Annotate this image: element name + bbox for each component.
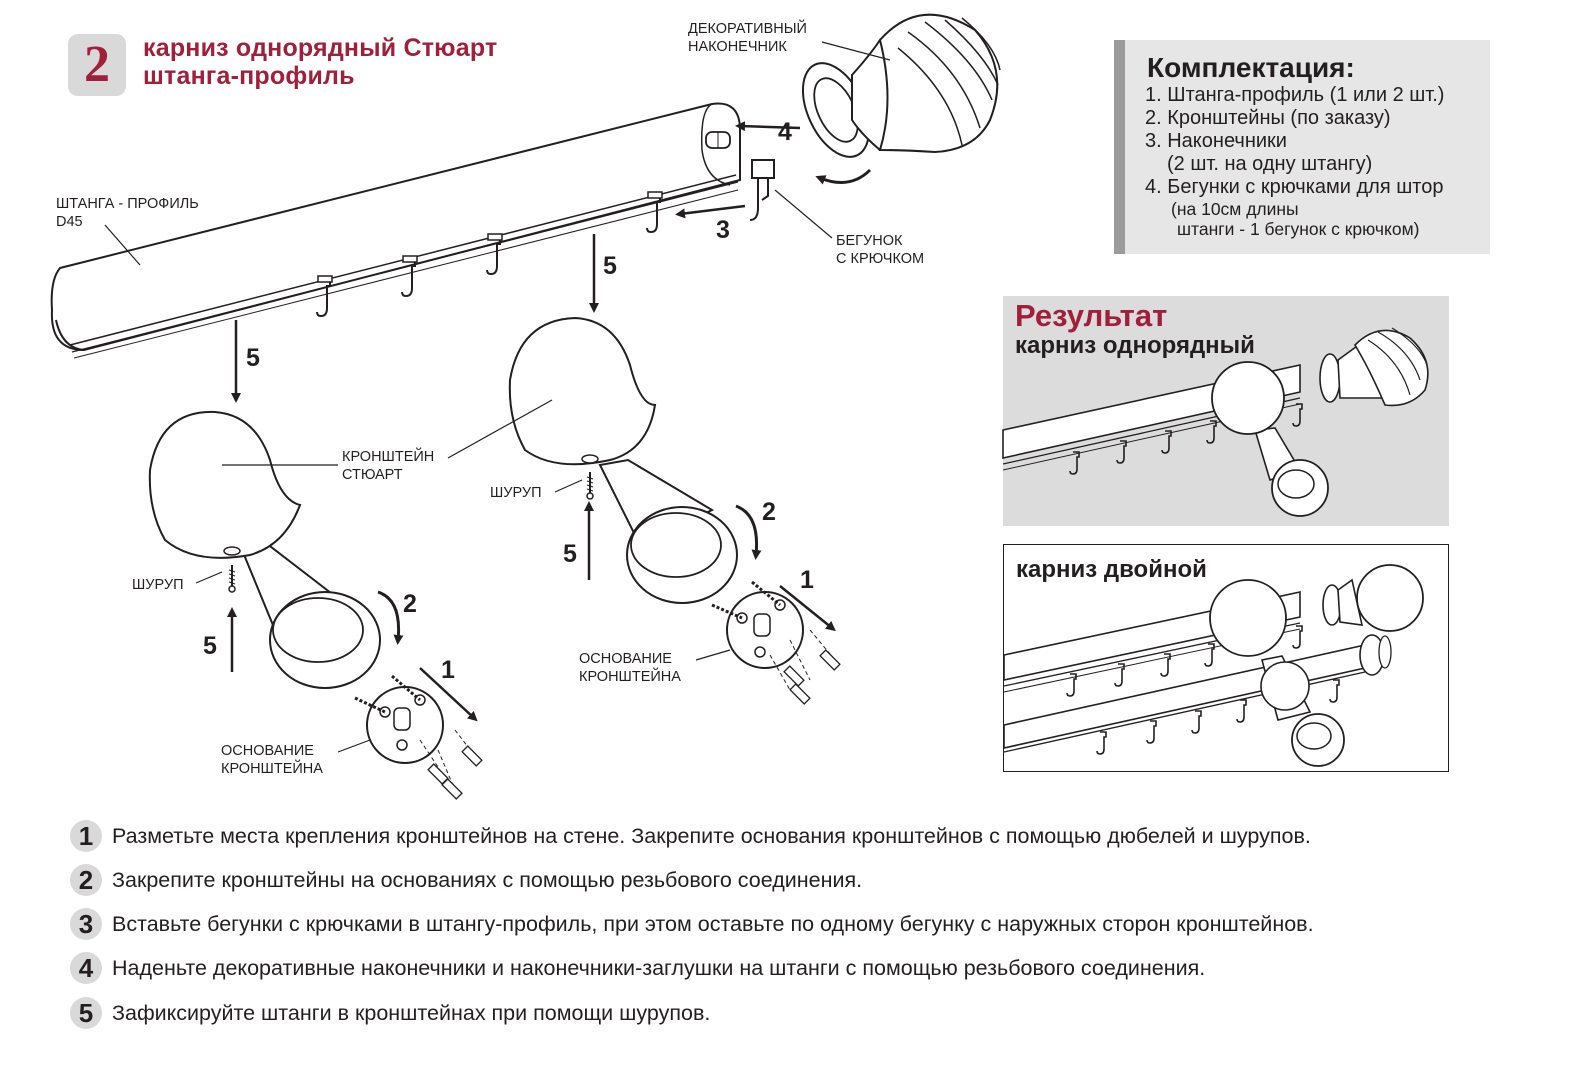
kit-contents-panel: Комплектация: 1. Штанга-профиль (1 или 2… [1114,40,1490,254]
result-double-illustration [1003,564,1424,767]
step-number: 5 [70,997,102,1029]
label-runner-line2: С КРЮЧКОМ [836,251,925,267]
rod-profile [50,102,741,359]
arrow-number-5-mid-top: 5 [603,252,617,280]
label-rod-profile-line1: ШТАНГА - ПРОФИЛЬ [56,196,199,212]
arrow-number-3: 3 [716,216,730,244]
label-decorative-finial: ДЕКОРАТИВНЫЙ НАКОНЕЧНИК [688,20,807,56]
label-runner-hook: БЕГУНОК С КРЮЧКОМ [836,232,924,268]
step-number: 2 [70,864,102,896]
label-bracket-base-right: ОСНОВАНИЕ КРОНШТЕЙНА [579,650,681,686]
label-bracket-line2: СТЮАРТ [342,467,403,483]
kit-item-2: 2. Кронштейны (по заказу) [1145,107,1391,129]
kit-item-3-sub: (2 шт. на одну штангу) [1167,153,1373,175]
step-text: Вставьте бегунки с крючками в штангу-про… [112,912,1314,936]
kit-item-4-sub2: штанги - 1 бегунок с крючком) [1177,219,1420,239]
label-bracket-stuart: КРОНШТЕЙН СТЮАРТ [342,448,434,484]
label-base-left-line2: КРОНШТЕЙНА [221,761,323,777]
bracket-left [148,410,483,800]
arrow-number-1-left: 1 [441,656,455,684]
label-base-right-line2: КРОНШТЕЙНА [579,669,681,685]
step-number: 3 [70,908,102,940]
step-text: Наденьте декоративные наконечники и нако… [112,956,1206,980]
step-number: 4 [70,952,102,984]
kit-item-3: 3. Наконечники [1145,130,1287,152]
decorative-finial [801,13,1001,158]
label-rod-profile-line2: D45 [56,214,83,230]
arrow-number-4: 4 [778,118,792,146]
kit-title: Комплектация: [1147,52,1355,83]
leader-lines [104,41,891,753]
kit-item-4-sub1: (на 10см длины [1171,199,1299,219]
label-screw-right: ШУРУП [490,485,542,501]
arrow-number-5-left-screw: 5 [203,632,217,660]
label-runner-line1: БЕГУНОК [836,233,903,249]
label-bracket-line1: КРОНШТЕЙН [342,449,435,465]
step-number: 1 [70,820,102,852]
kit-item-1: 1. Штанга-профиль (1 или 2 шт.) [1145,84,1445,106]
step-text: Разметьте места крепления кронштейнов на… [112,824,1311,848]
arrow-number-2-right: 2 [762,498,776,526]
arrow-number-2-left: 2 [403,590,417,618]
kit-item-4: 4. Бегунки с крючками для штор [1145,176,1444,198]
label-bracket-base-left: ОСНОВАНИЕ КРОНШТЕЙНА [221,742,323,778]
label-base-right-line1: ОСНОВАНИЕ [579,651,672,667]
label-rod-profile: ШТАНГА - ПРОФИЛЬ D45 [56,195,199,231]
runner-hook-part [749,159,775,221]
page-title-line2: штанга-профиль [143,62,355,90]
label-finial-line2: НАКОНЕЧНИК [688,39,787,55]
label-finial-line1: ДЕКОРАТИВНЫЙ [688,21,807,37]
arrow-number-1-right: 1 [800,566,814,594]
bracket-middle [508,316,841,705]
page-title-line1: карниз однорядный Стюарт [143,34,498,62]
step-text: Зафиксируйте штанги в кронштейнах при по… [112,1001,711,1025]
label-base-left-line1: ОСНОВАНИЕ [221,743,314,759]
section-number-badge: 2 [68,34,126,96]
label-screw-left: ШУРУП [132,577,184,593]
arrow-number-5-right-screw: 5 [563,540,577,568]
step-text: Закрепите кронштейны на основаниях с пом… [112,868,863,892]
result-single-illustration [1002,327,1429,517]
arrow-number-5-left-top: 5 [246,344,260,372]
